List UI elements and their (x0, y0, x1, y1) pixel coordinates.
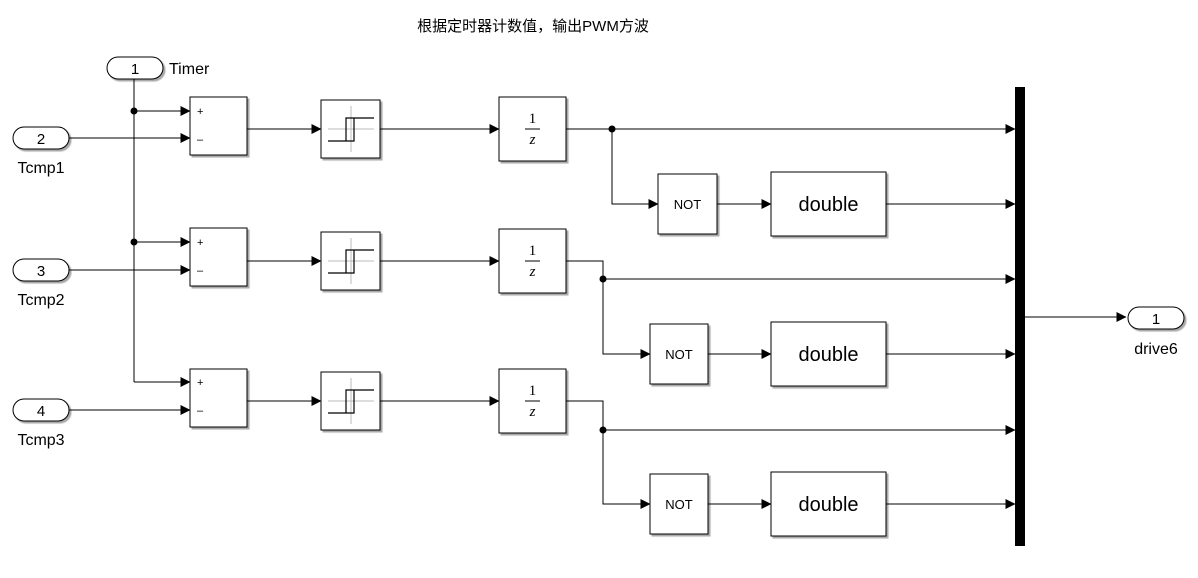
branch-dot (130, 238, 138, 246)
convert-block-2[interactable]: double (770, 321, 887, 387)
inport-number: 1 (131, 61, 139, 78)
plus-sign: + (197, 377, 203, 389)
unit-delay-block-1[interactable]: 1 z (498, 96, 567, 162)
outport-drive6[interactable]: 1 drive6 (1127, 306, 1185, 358)
outport-number: 1 (1152, 311, 1160, 328)
not-block-3[interactable]: NOT (649, 473, 709, 535)
inport-label: Timer (169, 61, 210, 78)
sum-block-1[interactable]: + – (189, 96, 248, 156)
inport-number: 2 (37, 131, 45, 148)
hysteresis-icon (328, 106, 374, 152)
not-block-2[interactable]: NOT (649, 323, 709, 385)
minus-sign: – (197, 405, 204, 417)
unit-delay-block-2[interactable]: 1 z (498, 228, 567, 294)
delay2-to-not2-wire (602, 279, 651, 359)
not-label: NOT (674, 197, 702, 212)
hysteresis-icon (328, 238, 374, 284)
branch-dot (130, 107, 138, 115)
timer-trunk-wire (133, 67, 163, 382)
inport-tcmp3[interactable]: 4 Tcmp3 (12, 398, 70, 449)
minus-sign: – (197, 134, 204, 146)
delay3-to-mux-wire (566, 400, 1016, 435)
inport-number: 4 (37, 403, 45, 420)
branch-dot (599, 426, 607, 434)
inport-tcmp2[interactable]: 3 Tcmp2 (12, 258, 70, 309)
plus-sign: + (197, 237, 203, 249)
relay-block-3[interactable] (320, 371, 381, 431)
delay-denominator: z (529, 264, 536, 280)
hysteresis-icon (328, 378, 374, 424)
diagram-title: 根据定时器计数值，输出PWM方波 (417, 18, 649, 35)
minus-sign: – (197, 265, 204, 277)
delay-numerator: 1 (529, 111, 537, 127)
convert-label: double (798, 194, 858, 216)
delay-denominator: z (529, 404, 536, 420)
sum-block-3[interactable]: + – (189, 368, 248, 428)
inport-label: Tcmp3 (17, 432, 64, 449)
not-label: NOT (665, 347, 693, 362)
convert-label: double (798, 344, 858, 366)
branch-points (130, 107, 616, 434)
inport-label: Tcmp2 (17, 292, 64, 309)
delay-numerator: 1 (529, 383, 537, 399)
plus-sign: + (197, 106, 203, 118)
inport-number: 3 (37, 263, 45, 280)
branch-dot (599, 275, 607, 283)
not-block-1[interactable]: NOT (657, 173, 718, 235)
convert-block-3[interactable]: double (770, 471, 887, 537)
branch-dot (608, 125, 616, 133)
relay-block-1[interactable] (320, 99, 381, 159)
inport-timer[interactable]: 1 Timer (106, 56, 210, 80)
mux-block[interactable] (1015, 87, 1025, 546)
inport-label: Tcmp1 (17, 160, 64, 177)
signal-lines (69, 67, 1127, 509)
convert-label: double (798, 494, 858, 516)
delay-numerator: 1 (529, 243, 537, 259)
not-label: NOT (665, 497, 693, 512)
convert-block-1[interactable]: double (770, 171, 887, 237)
relay-block-2[interactable] (320, 231, 381, 291)
sum-block-2[interactable]: + – (189, 227, 248, 287)
outport-label: drive6 (1134, 341, 1178, 358)
unit-delay-block-3[interactable]: 1 z (498, 368, 567, 434)
delay-denominator: z (529, 132, 536, 148)
inport-tcmp1[interactable]: 2 Tcmp1 (12, 126, 70, 177)
delay2-to-mux-wire (566, 260, 1016, 284)
delay1-to-not1-wire (611, 129, 659, 209)
delay3-to-not3-wire (602, 430, 651, 509)
